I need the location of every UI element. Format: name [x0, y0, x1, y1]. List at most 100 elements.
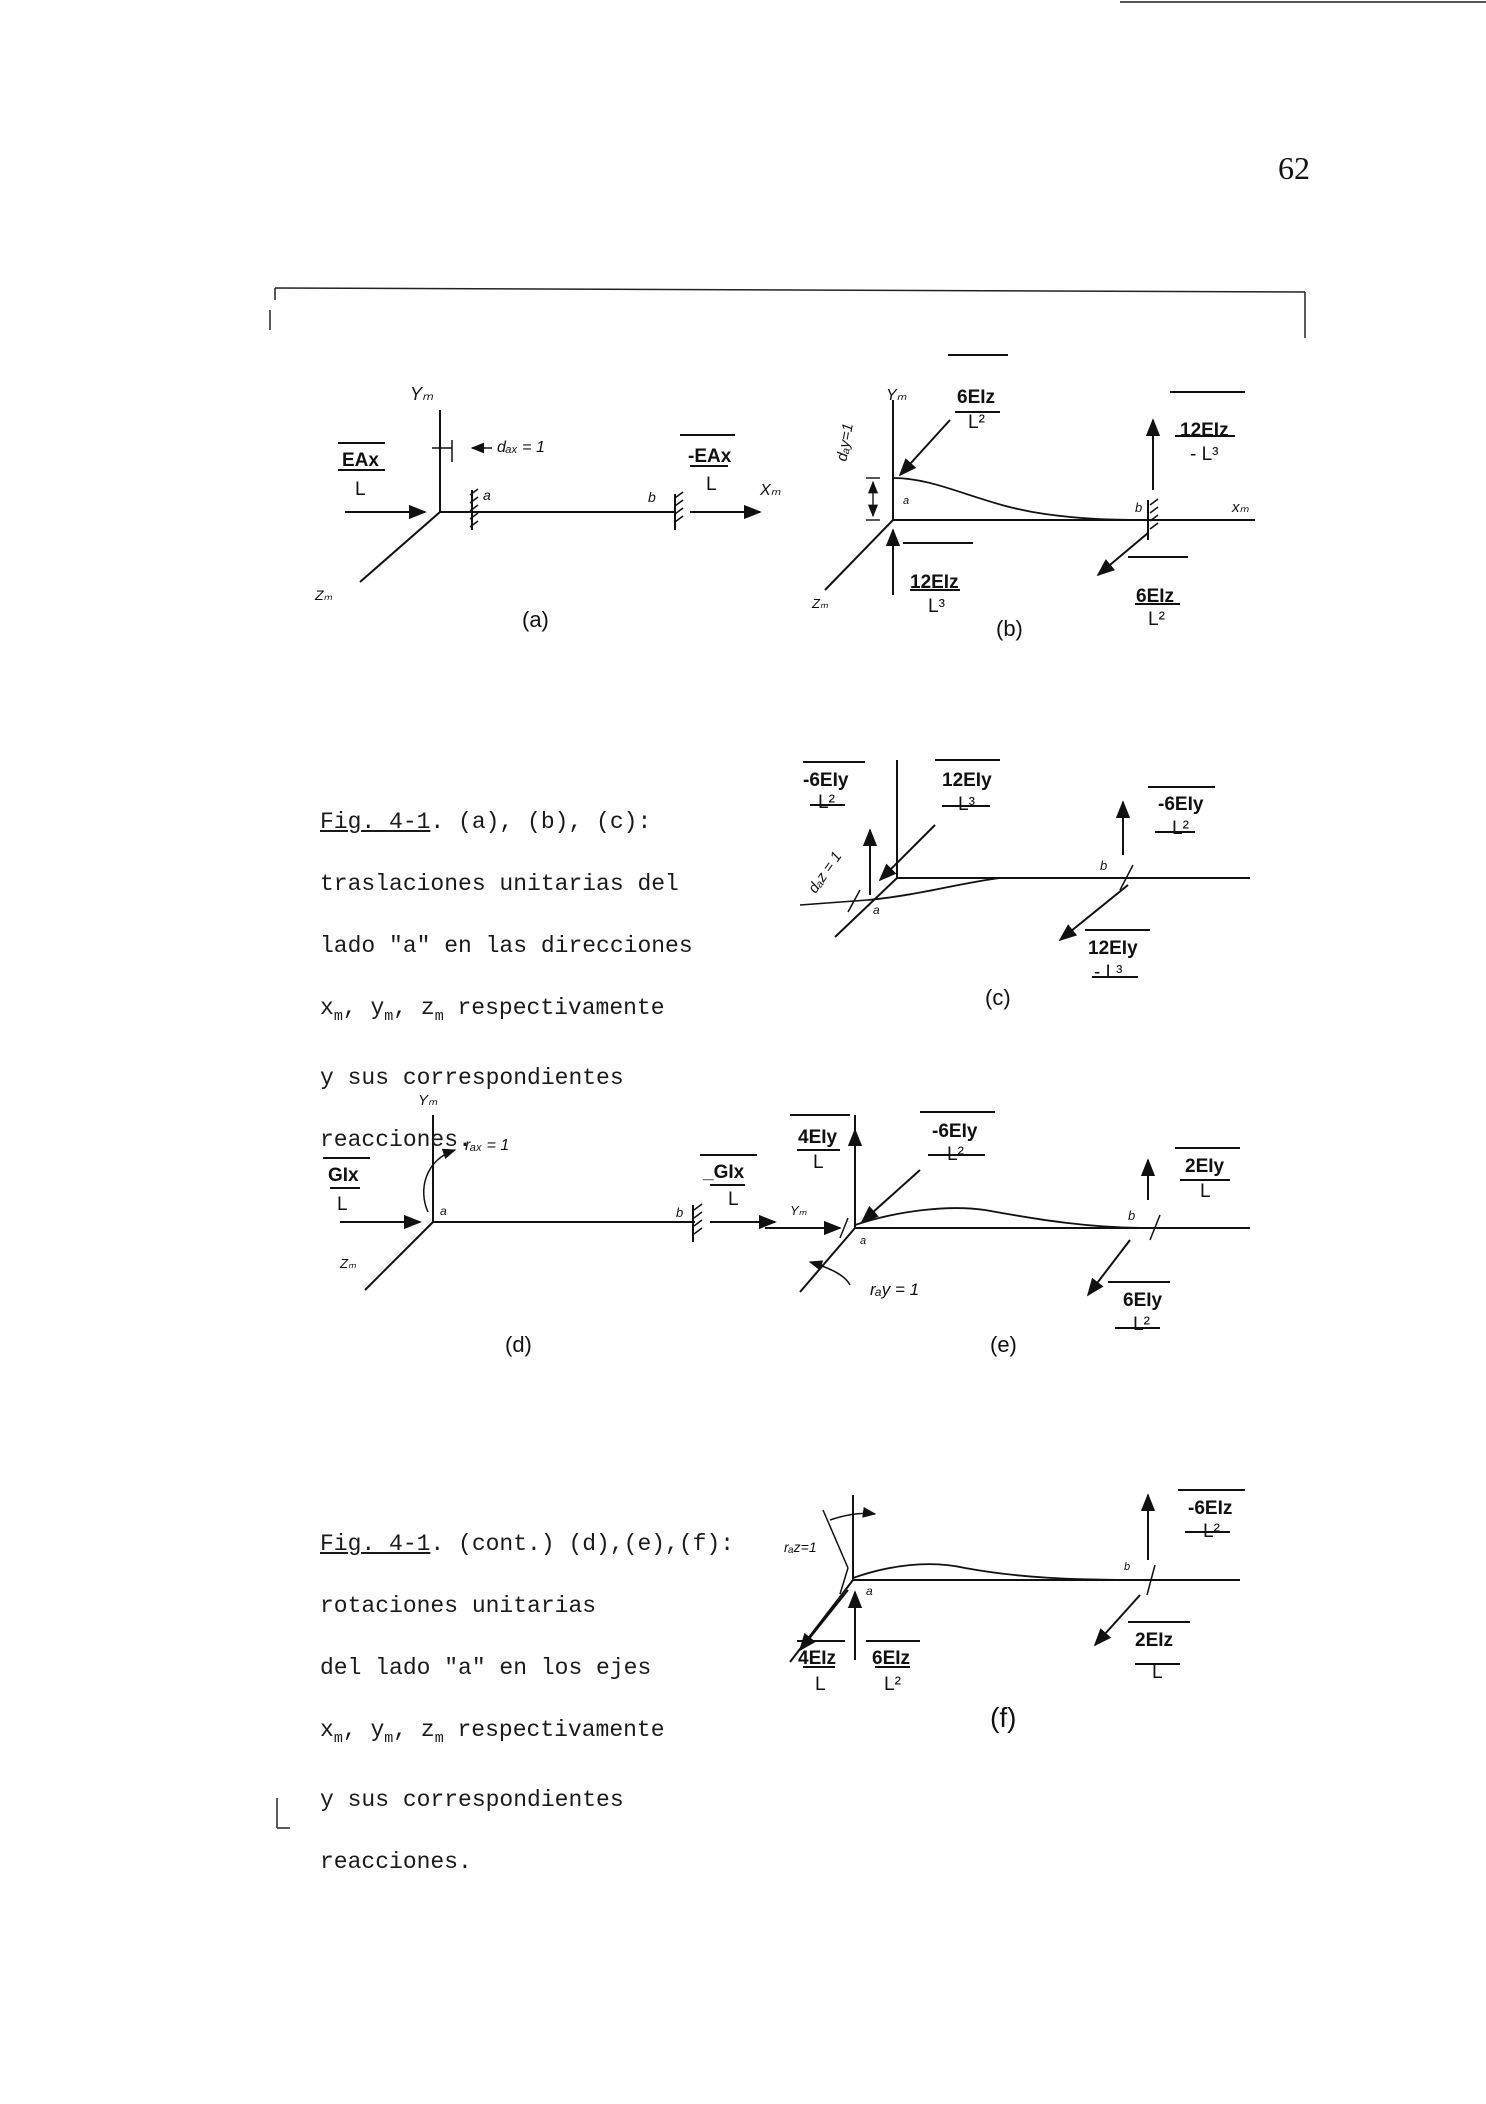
reaction-bottom-right-numerator: 12EIy: [1088, 938, 1138, 959]
axis-y-label: Yₘ: [790, 1203, 808, 1218]
node-a-label: a: [873, 903, 880, 917]
caption-figure-reference: Fig. 4-1: [320, 809, 431, 835]
reaction-bottom-right-denominator: - L³: [1094, 962, 1123, 983]
reaction-right-numerator: _GIx: [702, 1162, 745, 1183]
node-b-label: b: [1124, 1561, 1130, 1573]
figure-label: (c): [985, 985, 1011, 1010]
caption-line-6: reacciones.: [320, 1849, 472, 1875]
node-a-label: a: [860, 1235, 866, 1247]
reaction-bottom-right-numerator: 6EIz: [1136, 586, 1174, 607]
displacement-label: dₐy=1: [833, 422, 856, 463]
reaction-top-right-denominator: L: [1200, 1181, 1211, 1202]
caption-line-2: traslaciones unitarias del: [320, 871, 679, 897]
figure-b-labels: Yₘ xₘ Zₘ dₐy=1 a b 6EIz L² 12EIz - L³ 12…: [811, 387, 1250, 641]
displacement-label: dₐₓ = 1: [497, 439, 545, 456]
node-a-label: a: [903, 495, 909, 507]
reaction-right-denominator: L: [728, 1189, 739, 1210]
reaction-top-left-denominator: L: [813, 1152, 824, 1173]
figure-a-labels: Yₘ Xₘ Zₘ dₐₓ = 1 a b EAx L -EAx L (a): [314, 384, 781, 632]
reaction-top-left-numerator: -6EIy: [803, 770, 849, 791]
reaction-top-right-numerator: -6EIz: [1188, 1498, 1232, 1519]
reaction-bottom-left-numerator: 4EIz: [798, 1648, 836, 1669]
axis-x-label: xₘ: [1231, 499, 1250, 516]
reaction-top-right-numerator: -6EIy: [1158, 794, 1204, 815]
node-b-label: b: [648, 489, 656, 505]
page-number: 62: [1278, 150, 1310, 186]
figure-e-labels: Yₘ rₐy = 1 a b 4EIy L -6EIy L² 2EIy L 6E…: [790, 1121, 1225, 1357]
figure-b: [824, 354, 1255, 605]
reaction-top-right-numerator: 12EIz: [1180, 420, 1229, 441]
reaction-bottom-right-numerator: 2EIz: [1135, 1630, 1173, 1651]
node-a-label: a: [483, 487, 491, 503]
figure-label: (d): [505, 1332, 532, 1357]
caption-line-1: Fig. 4-1. (cont.) (d),(e),(f):: [320, 1531, 735, 1557]
reaction-bottom-right-numerator: 6EIy: [1123, 1290, 1163, 1311]
displacement-label: dₐz = 1: [805, 848, 846, 896]
reaction-top-left-denominator: L²: [818, 792, 835, 813]
axis-y-label: Yₘ: [410, 384, 434, 404]
reaction-top-middle-denominator: L³: [958, 794, 975, 815]
figure-label: (f): [990, 1702, 1016, 1733]
figure-c: [799, 759, 1250, 978]
reaction-bottom-left-denominator: L: [815, 1674, 826, 1695]
caption-line-6: reacciones.: [320, 1127, 472, 1153]
figure-d: [323, 1115, 777, 1291]
figure-label: (b): [996, 616, 1023, 641]
caption-line-1: Fig. 4-1. (a), (b), (c):: [320, 809, 652, 835]
node-b-label: b: [1100, 858, 1107, 873]
reaction-left-numerator: EAx: [342, 450, 379, 471]
axis-y-label: Yₘ: [418, 1092, 438, 1109]
figure-f-labels: rₐz=1 a b -6EIz L² 4EIz L 6EIz L² 2EIz L…: [784, 1498, 1232, 1733]
reaction-bottom-right-denominator: L²: [1148, 609, 1165, 630]
node-a-label: a: [866, 1584, 873, 1598]
reaction-left-denominator: L: [337, 1194, 348, 1215]
rotation-label: rₐₓ = 1: [465, 1137, 509, 1154]
reaction-right-numerator: -EAx: [688, 446, 732, 467]
axis-y-label: Yₘ: [886, 387, 907, 404]
caption-figure-reference: Fig. 4-1: [320, 1531, 431, 1557]
node-b-label: b: [676, 1205, 683, 1220]
caption-line-4: xm, ym, zm respectivamente: [320, 1717, 665, 1747]
reaction-top-left-denominator: L²: [968, 412, 985, 433]
node-b-label: b: [1135, 500, 1142, 515]
figure-caption-rotations: Fig. 4-1. (cont.) (d),(e),(f): rotacione…: [320, 1498, 734, 1909]
figure-a: [338, 410, 762, 583]
reaction-top-middle-denominator: L²: [947, 1144, 964, 1165]
reaction-top-left-numerator: 6EIz: [957, 387, 995, 408]
axis-z-label: Zₘ: [811, 596, 829, 611]
reaction-bottom-right-denominator: L: [1152, 1662, 1163, 1683]
node-b-label: b: [1128, 1208, 1135, 1223]
reaction-top-right-numerator: 2EIy: [1185, 1156, 1225, 1177]
caption-line-5: y sus correspondientes: [320, 1787, 624, 1813]
figure-label: (a): [522, 607, 549, 632]
caption-line-5: y sus correspondientes: [320, 1065, 624, 1091]
reaction-top-left-numerator: 4EIy: [798, 1127, 838, 1148]
figure-caption-translations: Fig. 4-1. (a), (b), (c): traslaciones un…: [320, 776, 693, 1187]
figure-f: [789, 1489, 1245, 1668]
axis-x-label: Xₘ: [759, 482, 781, 499]
figure-label: (e): [990, 1332, 1017, 1357]
rotation-label: rₐy = 1: [870, 1280, 919, 1299]
reaction-top-right-denominator: - L³: [1190, 444, 1219, 465]
reaction-bottom-right-denominator: L²: [1133, 1314, 1150, 1335]
caption-line-3: del lado "a" en los ejes: [320, 1655, 652, 1681]
caption-line-2: rotaciones unitarias: [320, 1593, 597, 1619]
reaction-bottom-middle-denominator: L²: [884, 1674, 901, 1695]
reaction-right-denominator: L: [706, 474, 717, 495]
reaction-bottom-left-denominator: L³: [928, 596, 945, 617]
reaction-left-numerator: GIx: [328, 1165, 359, 1186]
axis-z-label: Zₘ: [314, 587, 333, 603]
page-frame: [269, 1, 1486, 1829]
figure-d-labels: Yₘ Zₘ rₐₓ = 1 a b GIx L _GIx L (d): [328, 1092, 745, 1357]
reaction-top-middle-numerator: 12EIy: [942, 770, 992, 791]
caption-line-3: lado "a" en las direcciones: [320, 933, 693, 959]
reaction-bottom-middle-numerator: 6EIz: [872, 1648, 910, 1669]
reaction-top-right-denominator: L²: [1172, 818, 1189, 839]
reaction-bottom-left-numerator: 12EIz: [910, 572, 959, 593]
figure-e: [765, 1111, 1250, 1329]
axis-z-label: Zₘ: [339, 1256, 357, 1271]
rotation-label: rₐz=1: [784, 1539, 817, 1555]
reaction-top-right-denominator: L²: [1203, 1521, 1220, 1542]
node-a-label: a: [440, 1204, 447, 1218]
